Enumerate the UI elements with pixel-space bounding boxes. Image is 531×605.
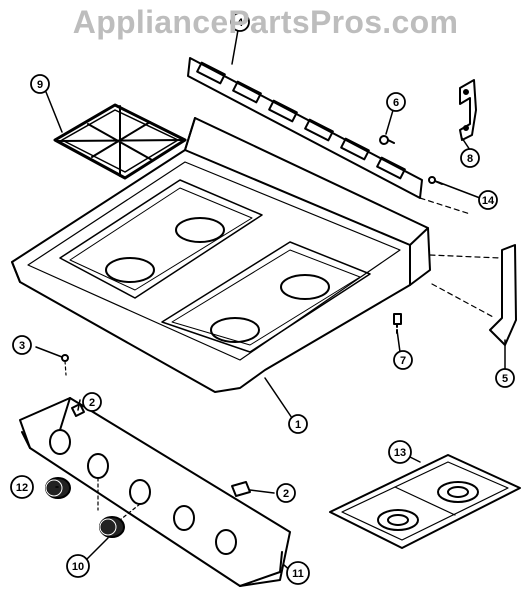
callout-4: 4 (237, 17, 244, 29)
control-panel (19, 397, 291, 587)
insert-2b (231, 481, 251, 497)
callout-8: 8 (467, 153, 473, 165)
callout-11: 11 (292, 568, 304, 580)
side-trim (419, 197, 517, 346)
callout-circles (10, 12, 515, 585)
screw-6 (379, 135, 395, 145)
burner-grate (53, 103, 187, 180)
knob-12 (45, 477, 71, 499)
bracket (459, 79, 477, 141)
callout-10: 10 (72, 561, 84, 573)
knob-10 (99, 516, 125, 538)
callout-2a: 2 (89, 397, 95, 409)
callout-3: 3 (19, 340, 25, 352)
insert-2a (71, 403, 85, 417)
callout-2b: 2 (283, 488, 289, 500)
screw-3 (61, 354, 69, 376)
callout-5: 5 (502, 373, 508, 385)
callout-14: 14 (482, 195, 495, 207)
callout-13: 13 (394, 447, 406, 459)
callout-labels: 4 6 9 8 14 5 7 1 2 2 3 12 10 11 13 (16, 17, 508, 580)
leader-lines (35, 29, 506, 573)
watermark: AppliancePartsPros.com (72, 4, 459, 40)
callout-12: 12 (16, 482, 28, 494)
drip-tray (329, 454, 521, 549)
cooktop-main-top (11, 117, 431, 393)
callout-6: 6 (393, 97, 399, 109)
callout-7: 7 (400, 355, 406, 367)
callout-9: 9 (37, 79, 43, 91)
callout-1: 1 (295, 419, 301, 431)
